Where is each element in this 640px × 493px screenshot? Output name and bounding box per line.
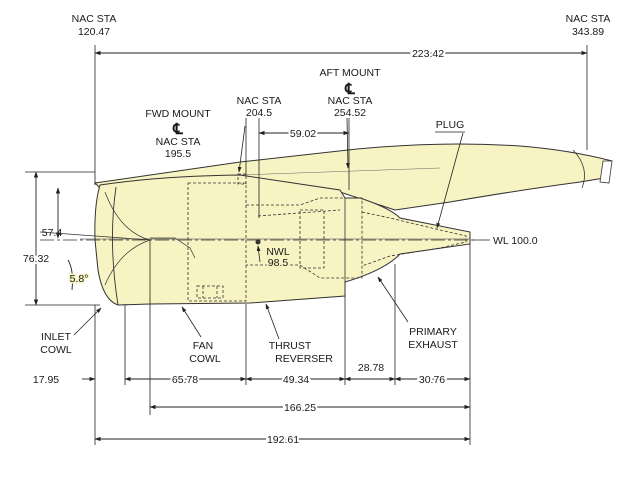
inlet-cowl-label-2: COWL <box>40 344 72 356</box>
dim-vert-upper: 57.4 <box>42 227 63 239</box>
fwd-mount-sta: NAC STA <box>156 136 201 148</box>
nac-sta-left-value: 120.47 <box>78 26 110 38</box>
aft-mount-value: 254.52 <box>334 107 366 119</box>
nac-sta-left-title: NAC STA <box>72 13 117 25</box>
dim-vert-total: 76.32 <box>23 253 49 265</box>
fwd-mount-centerline-icon: ℄ <box>172 120 183 138</box>
dim-angle-arc <box>67 259 73 291</box>
nac-sta-right-title: NAC STA <box>566 13 611 25</box>
aft-mount-centerline-icon: ℄ <box>344 80 355 98</box>
dim-angle: 5.8° <box>70 273 89 285</box>
dim-mid-total: 166.25 <box>284 402 316 414</box>
fwd-mount-title: FWD MOUNT <box>145 108 211 120</box>
nac-sta-right-value: 343.89 <box>572 26 604 38</box>
aft-mount-title: AFT MOUNT <box>319 67 381 79</box>
nwl-value: 98.5 <box>268 257 289 269</box>
engine-core-hidden <box>187 173 467 302</box>
nac-sta-mid-value: 204.5 <box>246 107 272 119</box>
station-lines <box>25 45 588 445</box>
nwl-label: NWL <box>266 246 289 258</box>
dim-overall-top: 223.42 <box>412 48 444 60</box>
pylon-strut <box>93 143 613 211</box>
dim-fan: 65.78 <box>172 374 198 386</box>
dim-exhaust1: 28.78 <box>358 362 384 374</box>
dim-mount-spacing: 59.02 <box>290 128 316 140</box>
primary-exhaust-label-2: EXHAUST <box>408 339 458 351</box>
dim-inlet: 17.95 <box>33 374 59 386</box>
dim-overall-bottom: 192.61 <box>267 434 299 446</box>
dim-reverser: 49.34 <box>283 374 309 386</box>
thrust-reverser-label-2: REVERSER <box>275 353 333 365</box>
plug-label: PLUG <box>436 119 465 131</box>
fwd-mount-value: 195.5 <box>165 148 191 160</box>
wl-label: WL 100.0 <box>493 235 538 247</box>
inlet-cowl-label-1: INLET <box>41 331 71 343</box>
dim-exhaust2: 30.76 <box>419 374 445 386</box>
nac-sta-mid-title: NAC STA <box>237 95 282 107</box>
primary-exhaust-label-1: PRIMARY <box>409 326 457 338</box>
thrust-reverser-label-1: THRUST <box>269 340 312 352</box>
leader-lines <box>73 117 490 340</box>
aft-mount-sta: NAC STA <box>328 95 373 107</box>
fan-cowl-label-2: COWL <box>189 353 221 365</box>
fan-cowl-label-1: FAN <box>193 340 213 352</box>
nwl-marker <box>255 239 261 245</box>
